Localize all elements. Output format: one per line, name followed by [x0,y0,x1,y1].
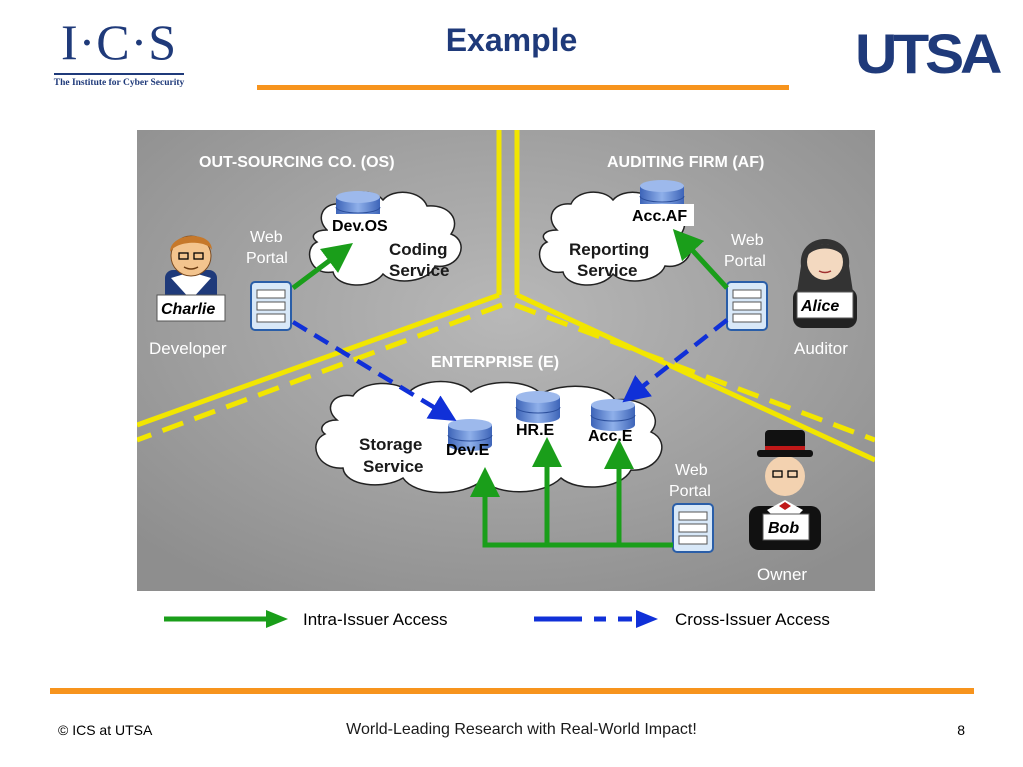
bob-name-tag [762,513,810,541]
db-acc-e-icon [590,398,636,432]
coding-service-label-1: Coding [389,240,448,259]
zone-boundaries [137,130,875,463]
intra-issuer-arrows [291,228,729,548]
alice-role: Auditor [794,339,848,358]
portal-af-label-1: Web [731,232,764,249]
db-acc-e-label: Acc.E [588,428,633,445]
web-portal-os-icon [250,281,292,331]
utsa-logo: UTSA [855,22,1002,85]
web-portal-af-icon [726,281,768,331]
charlie-role: Developer [149,339,227,358]
reporting-service-label-2: Service [577,261,638,280]
alice-name: Alice [800,298,839,315]
db-hr-e-icon [515,390,561,424]
coding-service-label-2: Service [389,261,450,280]
zone-label-os: OUT-SOURCING CO. (OS) [199,154,395,171]
zone-label-enterprise: ENTERPRISE (E) [431,354,559,371]
legend-intra-label: Intra-Issuer Access [303,610,448,629]
ics-logo-letters: I·C·S [60,14,178,70]
access-diagram: OUT-SOURCING CO. (OS) AUDITING FIRM (AF)… [137,130,875,591]
footer-rule [50,688,974,694]
legend-cross-arrow-icon [534,610,658,628]
web-portal-e-icon [672,503,714,553]
portal-e-label-1: Web [675,462,708,479]
portal-os-label-1: Web [250,229,283,246]
db-acc-af-label: Acc.AF [632,208,687,225]
reporting-service-label-1: Reporting [569,240,649,259]
page-title: Example [445,22,578,58]
bob-role: Owner [757,565,807,584]
footer-tagline: World-Leading Research with Real-World I… [346,721,697,738]
ics-logo: I·C·S The Institute for Cyber Security [52,14,186,96]
db-dev-e-label: Dev.E [446,442,490,459]
alice-name-tag [796,291,854,319]
db-dev-os-label: Dev.OS [332,218,388,235]
portal-os-label-2: Portal [246,250,288,267]
legend-intra-arrow-icon [164,610,288,628]
charlie-name: Charlie [161,301,215,318]
page-number: 8 [957,722,965,738]
db-acc-af-label-box [630,204,694,226]
portal-e-label-2: Portal [669,483,711,500]
footer-copyright: © ICS at UTSA [58,722,153,738]
bob-name: Bob [768,520,799,537]
charlie-name-tag [156,294,226,322]
db-dev-os-label-box [328,214,394,236]
storage-service-label-1: Storage [359,435,422,454]
zone-label-af: AUDITING FIRM (AF) [607,154,764,171]
cross-issuer-arrows [291,318,729,421]
title-rule [257,85,789,90]
storage-service-label-2: Service [363,457,424,476]
portal-af-label-2: Portal [724,253,766,270]
ics-logo-rule [54,73,184,75]
ics-logo-subtitle: The Institute for Cyber Security [53,78,185,88]
db-hr-e-label: HR.E [516,422,555,439]
legend-cross-label: Cross-Issuer Access [675,610,830,629]
